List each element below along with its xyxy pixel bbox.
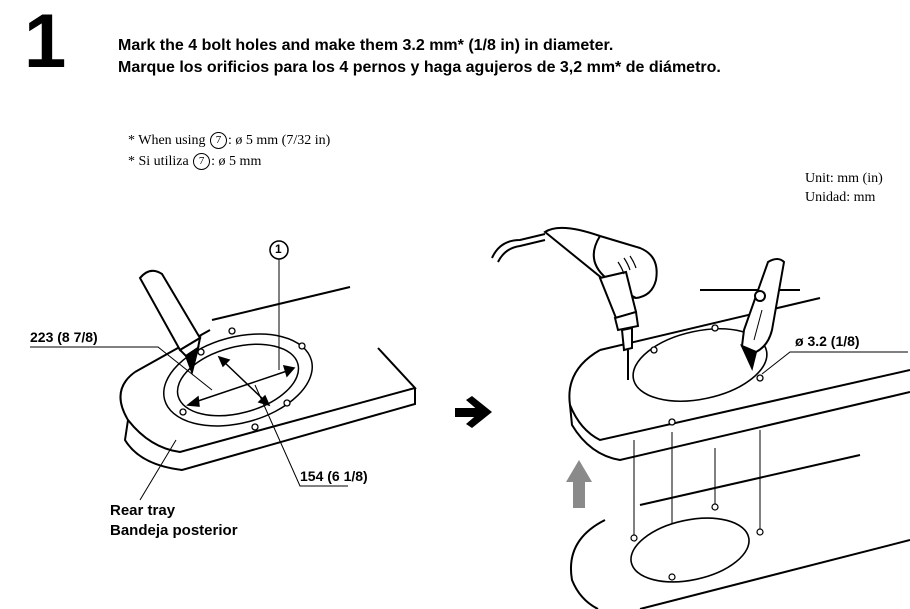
dimension-long-label: 223 (8 7/8) bbox=[30, 329, 98, 345]
right-arrow-icon bbox=[455, 396, 492, 428]
cutter-knife-icon bbox=[740, 258, 786, 372]
step-number: 1 bbox=[24, 0, 67, 84]
bolt-hole-mark bbox=[298, 342, 306, 350]
marker-pen-icon bbox=[138, 269, 202, 376]
rear-tray-left bbox=[119, 286, 417, 472]
note-english-suffix: : ø 5 mm (7/32 in) bbox=[228, 133, 331, 148]
bolt-hole-mark bbox=[228, 327, 236, 335]
bolt-hole-mark bbox=[179, 408, 187, 416]
speaker-outline bbox=[163, 333, 313, 427]
lower-cutout bbox=[630, 517, 750, 583]
drilled-holes bbox=[650, 324, 764, 426]
hole-diameter-label: ø 3.2 (1/8) bbox=[795, 333, 860, 349]
up-arrow-icon bbox=[566, 460, 592, 508]
unit-spanish: Unidad: mm bbox=[805, 190, 876, 205]
part-7-circled: 7 bbox=[193, 153, 211, 170]
drill-icon bbox=[491, 226, 658, 380]
unit-english: Unit: mm (in) bbox=[805, 171, 883, 186]
note-english-prefix: * When using bbox=[128, 133, 206, 148]
part-1-callout-circle bbox=[269, 240, 289, 260]
dimension-short-label: 154 (6 1/8) bbox=[300, 468, 368, 484]
instruction-spanish: Marque los orificios para los 4 pernos y… bbox=[118, 59, 721, 76]
instruction-english: Mark the 4 bolt holes and make them 3.2 … bbox=[118, 37, 614, 54]
note-english: * When using 7: ø 5 mm (7/32 in) bbox=[128, 132, 330, 149]
lower-tray-right bbox=[570, 454, 910, 609]
speaker-cutout bbox=[632, 328, 768, 402]
note-spanish-suffix: : ø 5 mm bbox=[211, 154, 262, 169]
rear-tray-label-english: Rear tray bbox=[110, 502, 176, 519]
bolt-hole-marks bbox=[179, 327, 306, 431]
rear-tray-right-top bbox=[568, 289, 910, 462]
dimension-arrows bbox=[186, 355, 296, 407]
bolt-hole-mark bbox=[251, 423, 259, 431]
bolt-hole-mark bbox=[283, 399, 291, 407]
rear-tray-label-spanish: Bandeja posterior bbox=[110, 522, 238, 539]
leader-lines-right bbox=[761, 351, 908, 375]
part-1-callout-label: 1 bbox=[275, 242, 282, 256]
leader-lines-left bbox=[30, 258, 348, 501]
note-spanish: * Si utiliza 7: ø 5 mm bbox=[128, 153, 261, 170]
lower-holes bbox=[630, 503, 764, 581]
bolt-hole-mark bbox=[197, 348, 205, 356]
part-7-circled: 7 bbox=[210, 132, 228, 149]
note-spanish-prefix: * Si utiliza bbox=[128, 154, 189, 169]
